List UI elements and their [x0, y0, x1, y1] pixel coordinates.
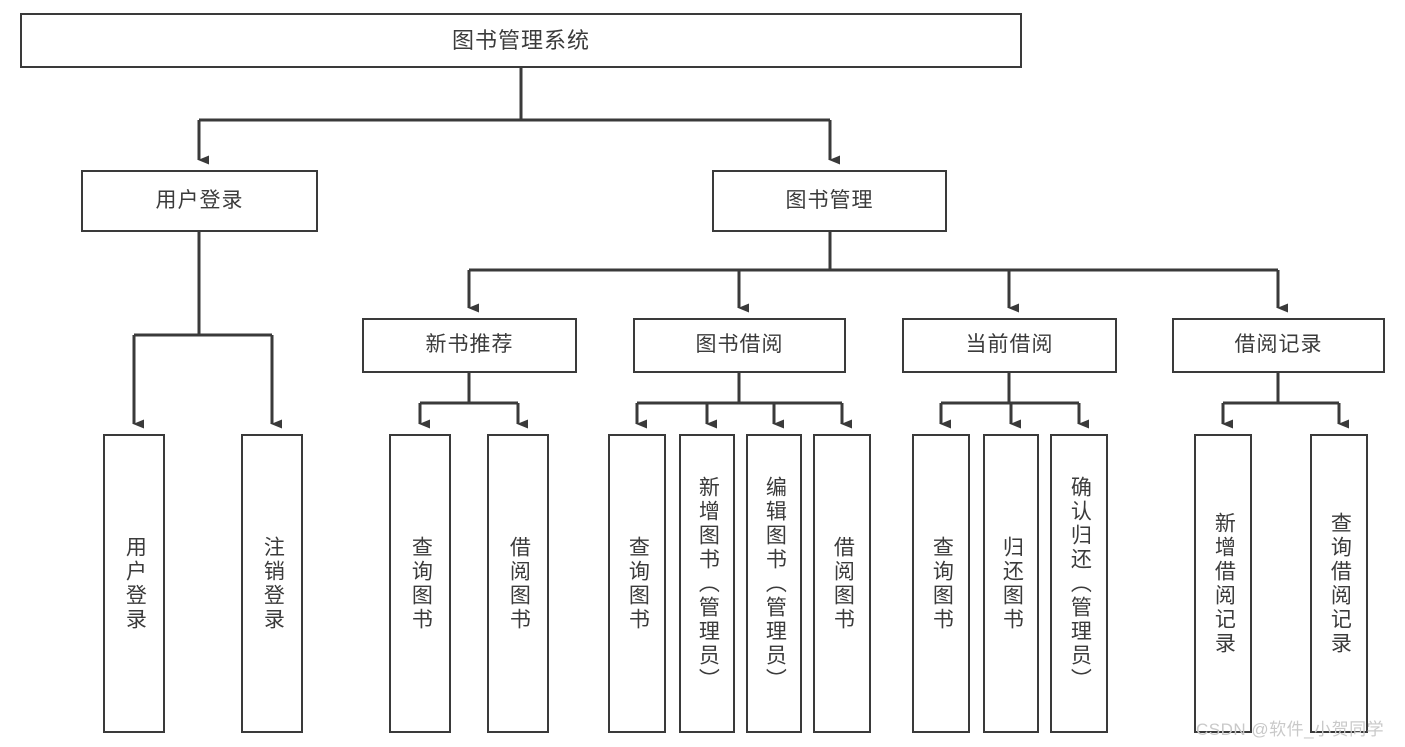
node-leaf-query-borrow-record[interactable]: 查询借阅记录 — [1310, 434, 1368, 733]
node-leaf-confirm-return-admin[interactable]: 确认归还（管理员） — [1050, 434, 1108, 733]
node-leaf-return-book[interactable]: 归还图书 — [983, 434, 1039, 733]
node-leaf-query-book-current-label: 查询图书 — [930, 535, 954, 632]
node-leaf-query-book-newbook-label: 查询图书 — [409, 535, 433, 632]
csdn-watermark: CSDN @软件_小贺同学 — [1196, 720, 1385, 739]
node-leaf-logout[interactable]: 注销登录 — [241, 434, 303, 733]
node-leaf-borrow-book-newbook[interactable]: 借阅图书 — [487, 434, 549, 733]
node-leaf-query-book-borrow[interactable]: 查询图书 — [608, 434, 666, 733]
node-user-login[interactable]: 用户登录 — [81, 170, 318, 232]
node-root-system[interactable]: 图书管理系统 — [20, 13, 1022, 68]
node-leaf-add-book-admin[interactable]: 新增图书（管理员） — [679, 434, 735, 733]
node-leaf-query-book-current[interactable]: 查询图书 — [912, 434, 970, 733]
node-leaf-user-login-label: 用户登录 — [123, 535, 147, 632]
node-borrow-record[interactable]: 借阅记录 — [1172, 318, 1385, 373]
node-leaf-borrow-book-newbook-label: 借阅图书 — [507, 535, 531, 632]
node-leaf-query-borrow-record-label: 查询借阅记录 — [1328, 511, 1352, 656]
node-leaf-return-book-label: 归还图书 — [1000, 535, 1024, 632]
node-leaf-edit-book-admin[interactable]: 编辑图书（管理员） — [746, 434, 802, 733]
node-new-book-recommend[interactable]: 新书推荐 — [362, 318, 577, 373]
node-leaf-confirm-return-admin-label: 确认归还（管理员） — [1068, 475, 1092, 692]
node-leaf-add-borrow-record[interactable]: 新增借阅记录 — [1194, 434, 1252, 733]
node-leaf-borrow-book-label: 借阅图书 — [831, 535, 855, 632]
node-user-login-label: 用户登录 — [155, 188, 244, 212]
node-leaf-add-borrow-record-label: 新增借阅记录 — [1212, 511, 1236, 656]
node-book-management-label: 图书管理 — [785, 188, 874, 212]
node-leaf-logout-label: 注销登录 — [261, 535, 285, 632]
node-leaf-borrow-book[interactable]: 借阅图书 — [813, 434, 871, 733]
node-leaf-user-login[interactable]: 用户登录 — [103, 434, 165, 733]
node-leaf-add-book-admin-label: 新增图书（管理员） — [696, 475, 720, 692]
node-current-borrow[interactable]: 当前借阅 — [902, 318, 1117, 373]
node-book-borrow-label: 图书借阅 — [695, 333, 784, 357]
node-book-management[interactable]: 图书管理 — [712, 170, 947, 232]
node-leaf-edit-book-admin-label: 编辑图书（管理员） — [763, 475, 787, 692]
node-current-borrow-label: 当前借阅 — [965, 333, 1054, 357]
node-new-book-recommend-label: 新书推荐 — [425, 333, 514, 357]
node-leaf-query-book-borrow-label: 查询图书 — [626, 535, 650, 632]
node-borrow-record-label: 借阅记录 — [1234, 333, 1323, 357]
node-leaf-query-book-newbook[interactable]: 查询图书 — [389, 434, 451, 733]
node-root-label: 图书管理系统 — [451, 27, 590, 53]
node-book-borrow[interactable]: 图书借阅 — [633, 318, 846, 373]
